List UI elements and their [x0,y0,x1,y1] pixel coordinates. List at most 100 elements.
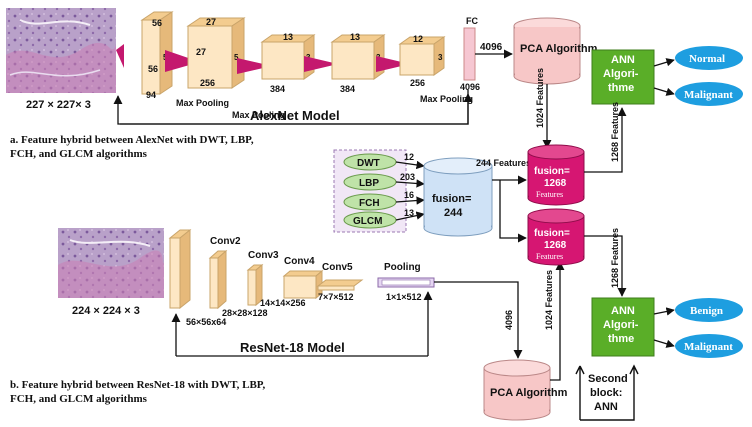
resnet-conv1-dim: 56×56x64 [186,317,226,327]
ann-bottom[interactable] [591,297,655,357]
hc-count-dwt: 12 [404,152,414,162]
alexnet-b1-top: 56 [152,18,162,28]
resnet-input-size: 224 × 224 × 3 [72,305,140,317]
resnet-pooling-label: Pooling [384,262,421,273]
output-normal [675,46,743,70]
hc-out-label: 244 Features [476,158,531,168]
pca-bottom-label: PCA Algorithm [490,387,568,399]
resnet-conv3 [246,263,264,307]
hc-fch-label: FCH [359,198,380,209]
alexnet-block-3 [260,34,316,80]
resnet-conv2-dim: 28×28×128 [222,308,268,318]
pca-top [513,17,581,85]
fusion-1268-top [527,144,585,206]
alexnet-block-5 [398,36,446,76]
fusion-bottom-line1: fusion= [534,228,570,239]
alexnet-b5-bottom: 256 [410,78,425,88]
alexnet-model-name: AlexNet Model [250,108,340,123]
alexnet-b5-top: 12 [413,34,423,44]
fusion-244 [423,157,493,237]
fusion-bottom-sub: Features [536,252,563,261]
alexnet-kernel-3 [237,58,272,74]
alexnet-b3-top: 13 [283,32,293,42]
alexnet-kernel-4 [304,56,338,72]
caption-a-line1: a. Feature hybrid between AlexNet with D… [10,134,254,146]
fusion-top-line2: 1268 [544,178,567,189]
resnet-model-name: ResNet-18 Model [240,340,345,355]
hc-count-lbp: 203 [400,172,415,182]
ann-top[interactable] [591,49,655,105]
alexnet-b3-bottom: 384 [270,84,285,94]
fusion-244-line2: 244 [444,207,463,219]
alexnet-b4-bottom: 384 [340,84,355,94]
fusion-top-sub: Features [536,190,563,199]
resnet-conv5-label: Conv5 [322,262,353,273]
hc-lbp-label: LBP [359,178,379,189]
second-block-line1: Second [588,373,628,385]
resnet-conv1 [168,228,192,310]
ann-bottom-line1: ANN [611,305,635,317]
resnet-conv2-label: Conv2 [210,236,241,247]
caption-b-line1: b. Feature hybrid between ResNet-18 with… [10,379,265,391]
alexnet-pool-3: Max Pooling [420,94,473,104]
output-malignant-bottom [675,334,743,358]
pca-bottom [483,359,551,421]
alexnet-b2-bottom: 256 [200,78,215,88]
second-block-line3: ANN [594,401,618,413]
second-block [575,364,639,421]
resnet-input-image [58,228,164,298]
alexnet-pool-1: Max Pooling [176,98,229,108]
alexnet-b4-top: 13 [350,32,360,42]
caption-b-line2: FCH, and GLCM algorithms [10,393,148,405]
resnet-conv2 [208,249,228,310]
resnet-conv4-dim: 7×7×512 [318,292,354,302]
fusion-bottom-line2: 1268 [544,240,567,251]
output-benign-label: Benign [690,305,723,317]
caption-a-line2: FCH, and GLCM algorithms [10,148,148,160]
hc-dwt-label: DWT [357,158,380,169]
fusion-bottom-to-ann: 1268 Features [610,228,620,288]
alexnet-k2: 5 [234,53,239,62]
alexnet-input-image [6,8,116,93]
alexnet-b2-top: 27 [206,17,216,27]
alexnet-kernel-1 [116,44,124,68]
output-malignant-top [675,82,743,106]
alexnet-fc-layer [463,27,476,81]
alexnet-kernel-2 [165,50,200,72]
pca-bottom-features: 1024 Features [544,270,554,330]
output-malignant-bottom-label: Malignant [684,341,733,353]
alexnet-fc-bottom: 4096 [460,82,480,92]
alexnet-b5-side: 3 [438,53,443,62]
fusion-top-line1: fusion= [534,166,570,177]
output-normal-label: Normal [689,53,725,65]
hc-glcm-label: GLCM [353,216,382,227]
alexnet-b1-side: 56 [148,64,158,74]
resnet-out: 4096 [504,310,514,330]
ann-bottom-line2: Algori- [603,319,639,331]
resnet-conv5 [316,279,364,291]
output-malignant-top-label: Malignant [684,89,733,101]
ann-top-line1: ANN [611,54,635,66]
resnet-pooling-dim: 1×1×512 [386,292,422,302]
ann-top-line3: thme [608,82,634,94]
fusion-top-to-ann: 1268 Features [610,102,620,162]
resnet-conv4-label: Conv4 [284,256,315,267]
second-block-line2: block: [590,387,622,399]
alexnet-input-size: 227 × 227× 3 [26,99,91,111]
hc-count-fch: 16 [404,190,414,200]
ann-bottom-line3: thme [608,333,634,345]
alexnet-b2-side: 27 [196,47,206,57]
alexnet-b1-bottom: 94 [146,90,156,100]
hc-count-glcm: 13 [404,208,414,218]
pca-top-features: 1024 Features [535,68,545,128]
fusion-1268-bottom [527,208,585,266]
alexnet-fc-label: FC [466,16,478,26]
output-benign [675,298,743,322]
pca-top-label: PCA Algorithm [520,43,598,55]
hc-out-label-text: 244 Features [476,158,531,168]
alexnet-pool-2: Max Pooling [232,110,285,120]
alexnet-fc-out: 4096 [480,42,503,53]
ann-top-line2: Algori- [603,68,639,80]
alexnet-kernel-5 [376,56,410,72]
